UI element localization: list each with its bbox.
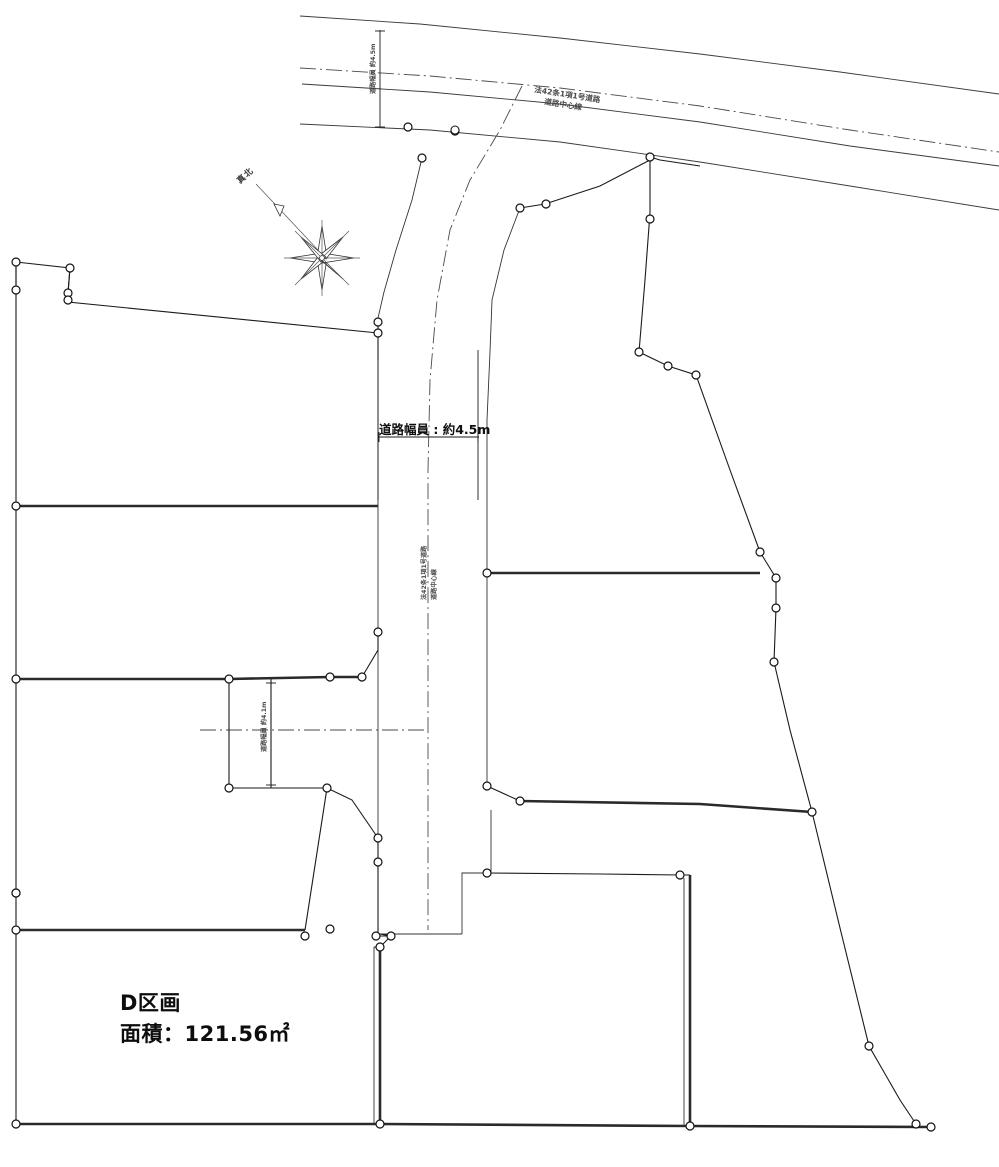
- survey-point: [322, 783, 332, 793]
- survey-point: [11, 285, 21, 295]
- division-line-2: [16, 675, 362, 681]
- division-notch-left: [228, 679, 327, 789]
- survey-point: [63, 295, 73, 305]
- survey-point: [11, 1119, 21, 1129]
- compass-rose-icon: [284, 220, 360, 296]
- survey-point: [371, 931, 381, 941]
- survey-point: [357, 672, 367, 682]
- legal-road-mid-sublabel: 道路中心線: [430, 568, 438, 600]
- vertical-road-right-edge-upper: [489, 207, 521, 353]
- survey-point: [11, 888, 21, 898]
- survey-point: [807, 807, 817, 817]
- right-boundary-chain: [638, 157, 917, 1125]
- survey-point: [325, 924, 335, 934]
- survey-point: [403, 122, 413, 132]
- north-pointer-line: [255, 183, 319, 251]
- survey-point: [771, 573, 781, 583]
- survey-point: [482, 781, 492, 791]
- survey-point: [541, 199, 551, 209]
- bottom-right-division-top: [486, 872, 690, 876]
- survey-point: [482, 868, 492, 878]
- right-upper-chain: [519, 159, 651, 209]
- survey-point: [373, 317, 383, 327]
- survey-point: [755, 547, 765, 557]
- branch-road-centerline: [427, 85, 523, 930]
- vertical-road-group: 道路幅員 : 約4.5m 法42条1項1号道路 道路中心線: [377, 157, 521, 935]
- survey-point: [373, 833, 383, 843]
- compass-ray-ne: [321, 230, 350, 259]
- survey-point: [224, 674, 234, 684]
- survey-point: [375, 1119, 385, 1129]
- survey-point: [769, 657, 779, 667]
- survey-point: [515, 796, 525, 806]
- survey-point: [771, 603, 781, 613]
- survey-point: [386, 931, 396, 941]
- legal-road-mid-label: 法42条1項1号道路: [420, 545, 428, 600]
- right-division-line-2: [519, 799, 813, 814]
- side-road-group: 道路幅員 約4.1m: [200, 682, 428, 786]
- parcel-label-group: D区画 面積：121.56㎡: [120, 991, 290, 1046]
- survey-point: [911, 1119, 921, 1129]
- survey-point: [325, 672, 335, 682]
- survey-point: [224, 783, 234, 793]
- survey-point: [300, 931, 310, 941]
- area-label: 面積：121.56㎡: [120, 1022, 290, 1046]
- survey-point: [375, 942, 385, 952]
- vertical-road-left-edge: [377, 157, 423, 838]
- compass-ray-se: [321, 257, 350, 286]
- division-chamfer-upper: [326, 787, 379, 839]
- main-road-width-label: 道路幅員 : 約4.5m: [379, 422, 490, 437]
- north-label: 真北: [235, 165, 256, 186]
- outer-bottom-boundary: [16, 1122, 932, 1129]
- vertical-road-left-edge-lower: [377, 862, 462, 935]
- vertical-road-right-edge-lower: [461, 810, 492, 934]
- survey-point: [482, 568, 492, 578]
- survey-point: [864, 1041, 874, 1051]
- compass-ray-sw: [294, 257, 323, 286]
- top-road-width-label: 道路幅員 約4.5m: [369, 44, 377, 95]
- division-line-2-diagonal: [361, 632, 379, 678]
- survey-point: [634, 347, 644, 357]
- division-line-3-chamfer: [304, 787, 328, 931]
- top-road-centerline: [299, 67, 999, 153]
- survey-point: [11, 925, 21, 935]
- survey-point: [675, 870, 685, 880]
- parcel-boundaries: [15, 156, 932, 1129]
- right-division-2-chamfer: [486, 785, 521, 802]
- survey-point: [645, 214, 655, 224]
- survey-point: [926, 1122, 936, 1132]
- survey-point: [373, 857, 383, 867]
- side-road-width-label: 道路幅員 約4.1m: [260, 702, 268, 753]
- survey-point: [691, 370, 701, 380]
- survey-point: [645, 152, 655, 162]
- survey-point: [373, 627, 383, 637]
- survey-point: [65, 263, 75, 273]
- survey-point: [515, 203, 525, 213]
- survey-point: [663, 361, 673, 371]
- survey-point-group: [11, 122, 936, 1132]
- survey-point: [450, 125, 460, 135]
- lot-label: D区画: [120, 991, 181, 1015]
- survey-point: [11, 501, 21, 511]
- north-arrow-group: 真北: [235, 165, 360, 296]
- top-road-inner-edge: [301, 83, 999, 167]
- survey-point: [417, 153, 427, 163]
- top-road-upper-edge: [299, 15, 999, 95]
- vertical-road-right-edge: [486, 351, 491, 786]
- survey-point: [11, 257, 21, 267]
- survey-point: [11, 674, 21, 684]
- survey-point: [685, 1121, 695, 1131]
- north-pointer-head: [273, 203, 285, 217]
- survey-point: [373, 328, 383, 338]
- compass-ray-nw: [294, 230, 323, 259]
- compass-center: [319, 255, 325, 261]
